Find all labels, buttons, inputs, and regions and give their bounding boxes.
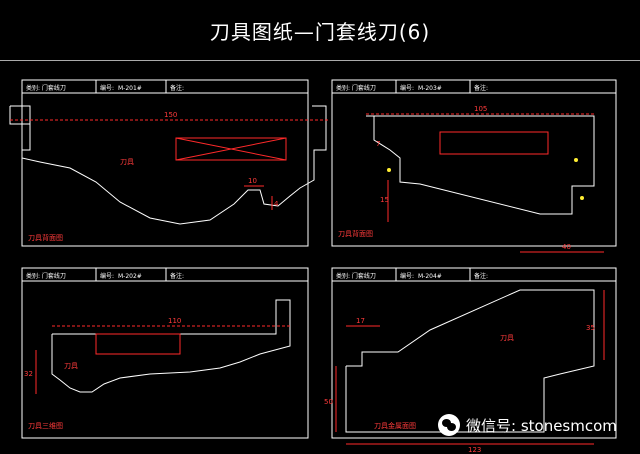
panel-2-marker	[574, 158, 578, 162]
panel-3-footer: 刀具三维图	[28, 421, 63, 430]
panel-4-profile	[345, 289, 595, 433]
panel-3-frame	[21, 267, 309, 439]
panel-1-number-label: 编号:	[100, 84, 114, 92]
panel-4-dim-17-text: 17	[356, 317, 365, 325]
panel-3-profile	[51, 299, 291, 393]
panel-4-note-label: 备注:	[474, 272, 488, 280]
panel-1-profile-lip	[9, 106, 30, 125]
panel-1-dim-10-text: 10	[248, 177, 257, 185]
page-title: 刀具图纸—门套线刀(6)	[209, 20, 431, 44]
panel-2-number-label: 编号:	[400, 84, 414, 92]
panel-1-profile	[10, 105, 327, 225]
panel-2-dim-15-text: 15	[380, 196, 389, 204]
panel-2-note-label: 备注:	[474, 84, 488, 92]
panel-4-dim-40-text: 40	[562, 243, 571, 251]
panel-3-note-label: 备注:	[170, 272, 184, 280]
panel-4-footer: 刀具金属面图	[374, 421, 416, 430]
panel-4-frame	[331, 267, 617, 439]
panel-3-category: 类别: 门套线刀	[26, 272, 66, 280]
panel-2-frame	[331, 79, 617, 247]
title-divider	[0, 60, 640, 61]
panel-3-number: M-202#	[118, 273, 142, 280]
watermark-text: 微信号: stonesmcom	[466, 416, 617, 435]
panel-1-number: M-201#	[118, 85, 142, 92]
panel-4-category: 类别: 门套线刀	[336, 272, 376, 280]
panel-3-cutter-rect	[95, 333, 181, 355]
panel-3-dim-110-text: 110	[168, 317, 181, 325]
panel-1-cross	[175, 137, 287, 161]
panel-2-profile	[366, 115, 595, 215]
panel-4-label: 刀具	[500, 334, 514, 342]
panel-4-number-label: 编号:	[400, 272, 414, 280]
panel-1-dim-4-text: 4	[274, 200, 279, 208]
panel-3-label: 刀具	[64, 362, 78, 370]
panel-2-marker	[387, 168, 391, 172]
panel-2-cutter-rect	[439, 131, 549, 155]
panel-1-footer: 刀具背面图	[28, 233, 63, 242]
panel-4-dim-123-text: 123	[468, 446, 481, 454]
panel-2-marker	[580, 196, 584, 200]
panel-2-dim-7-text: 7	[376, 140, 380, 148]
panel-1-dim-150-text: 150	[164, 111, 177, 119]
panel-2-number: M-203#	[418, 85, 442, 92]
panel-4-dim-35-text: 35	[586, 324, 595, 332]
panel-2-category: 类别: 门套线刀	[336, 84, 376, 92]
panel-2-footer: 刀具背面图	[338, 229, 373, 238]
panel-1-note-label: 备注:	[170, 84, 184, 92]
panel-1-frame	[21, 79, 309, 247]
panel-3-dim-32-text: 32	[24, 370, 33, 378]
panel-1-cutter-rect	[175, 137, 287, 161]
panel-4-dim-50-text: 50	[324, 398, 333, 406]
panel-1-label: 刀具	[120, 158, 134, 166]
wechat-icon	[438, 414, 460, 436]
panel-2-dim-105-text: 105	[474, 105, 487, 113]
panel-1-category: 类别: 门套线刀	[26, 84, 66, 92]
panel-4-number: M-204#	[418, 273, 442, 280]
panel-3-number-label: 编号:	[100, 272, 114, 280]
watermark: 微信号: stonesmcom	[438, 412, 634, 438]
